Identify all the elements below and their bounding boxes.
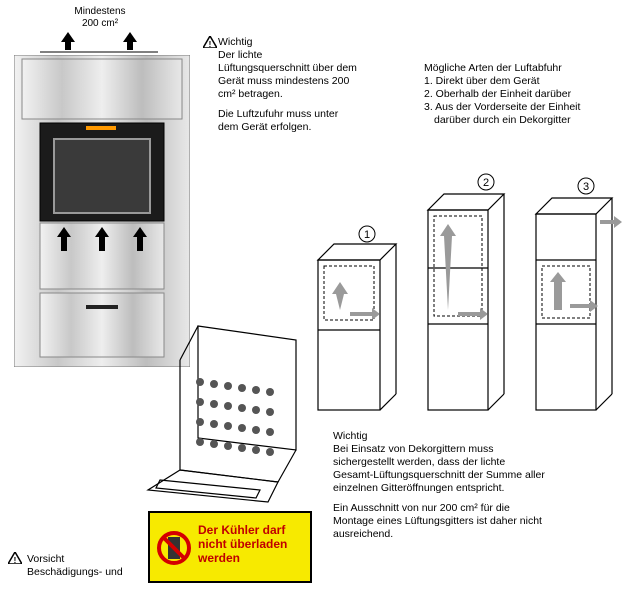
warning-triangle-icon: ! [8,552,22,564]
svg-text:3: 3 [583,181,589,193]
up-arrow-icon [133,227,147,251]
warning-triangle-icon: ! [203,36,217,48]
no-overload-icon [157,531,191,565]
up-arrow-icon [123,32,137,50]
svg-text:2: 2 [483,177,489,189]
up-arrow-icon [57,227,71,251]
caution-note: Vorsicht Beschädigungs- und [27,553,123,578]
important-note-2: Wichtig Bei Einsatz von Dekorgittern mus… [333,430,545,540]
diagram-number-1: 1 [358,225,376,243]
min-airflow-label: Mindestens 200 cm² [74,6,126,29]
diagram-number-2: 2 [477,173,495,191]
svg-text:!: ! [14,556,17,564]
svg-text:1: 1 [364,229,370,241]
up-arrow-icon [95,227,109,251]
wine-cooler-illustration [146,325,297,503]
ventilation-types-list: Mögliche Arten der Luftabfuhr 1. Direkt … [424,62,581,126]
overload-warning-text: Der Kühler darf nicht überladen werden [198,523,288,565]
built-in-cabinet-illustration [14,55,190,367]
up-arrow-icon [61,32,75,50]
important-note-1: Wichtig Der lichte Lüftungsquerschnitt ü… [218,36,357,133]
overload-warning-box: Der Kühler darf nicht überladen werden [148,511,312,583]
diagram-number-3: 3 [577,177,595,195]
airflow-up-arrows [40,32,158,53]
svg-text:!: ! [209,40,212,48]
ventilation-diagrams: 1 2 3 [316,173,622,411]
